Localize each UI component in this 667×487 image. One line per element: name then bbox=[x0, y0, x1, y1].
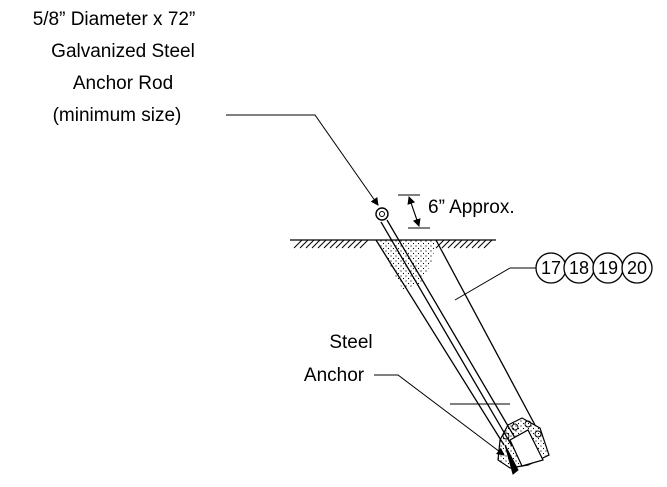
rod-label-line2: Galvanized Steel bbox=[51, 41, 195, 62]
callout-20: 20 bbox=[627, 258, 647, 278]
rod-leader-line bbox=[226, 114, 379, 206]
anchor-trench bbox=[375, 239, 536, 446]
callout-circles: 17 18 19 20 bbox=[535, 252, 653, 284]
anchor-rod bbox=[380, 219, 519, 447]
rod-label: 5/8” Diameter x 72” Galvanized Steel Anc… bbox=[33, 9, 196, 126]
rod-label-line3: Anchor Rod bbox=[73, 73, 173, 94]
anchor-label-line2: Anchor bbox=[304, 365, 365, 386]
anchor-label: Steel Anchor bbox=[304, 332, 373, 386]
projection-dimension bbox=[398, 194, 430, 229]
steel-anchor bbox=[497, 417, 550, 475]
rod-label-line1: 5/8” Diameter x 72” bbox=[33, 9, 196, 30]
backfill-stipple bbox=[378, 240, 436, 290]
callout-19: 19 bbox=[598, 258, 618, 278]
callout-17: 17 bbox=[541, 258, 561, 278]
anchor-leader-line bbox=[374, 374, 505, 456]
callout-leader-diagonal bbox=[454, 267, 511, 301]
projection-label: 6” Approx. bbox=[428, 197, 515, 218]
rod-label-line4: (minimum size) bbox=[53, 105, 182, 126]
anchor-label-line1: Steel bbox=[329, 332, 372, 353]
callout-18: 18 bbox=[569, 258, 589, 278]
rod-eye bbox=[375, 207, 389, 221]
